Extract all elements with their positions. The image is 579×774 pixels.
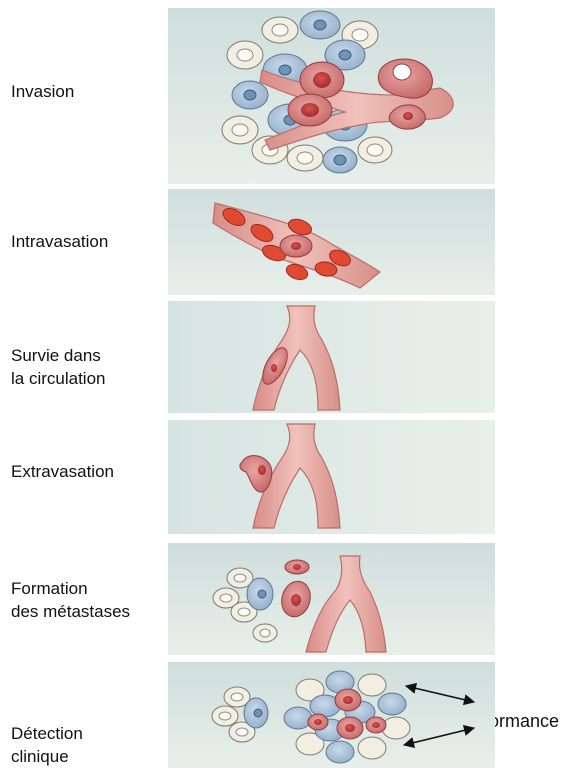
- tumor-cell: [285, 560, 309, 574]
- panel-survival: [168, 301, 495, 413]
- panel-invasion: [168, 8, 495, 184]
- tumor-cell: [300, 62, 344, 98]
- tumor-cell: [280, 235, 312, 257]
- panel-intravasation: [168, 189, 495, 295]
- panel-extravasation: [168, 420, 495, 534]
- panel-clinical-detection: [168, 662, 495, 768]
- tumor-cell: [288, 94, 332, 126]
- panel-metastasis-formation: [168, 543, 495, 655]
